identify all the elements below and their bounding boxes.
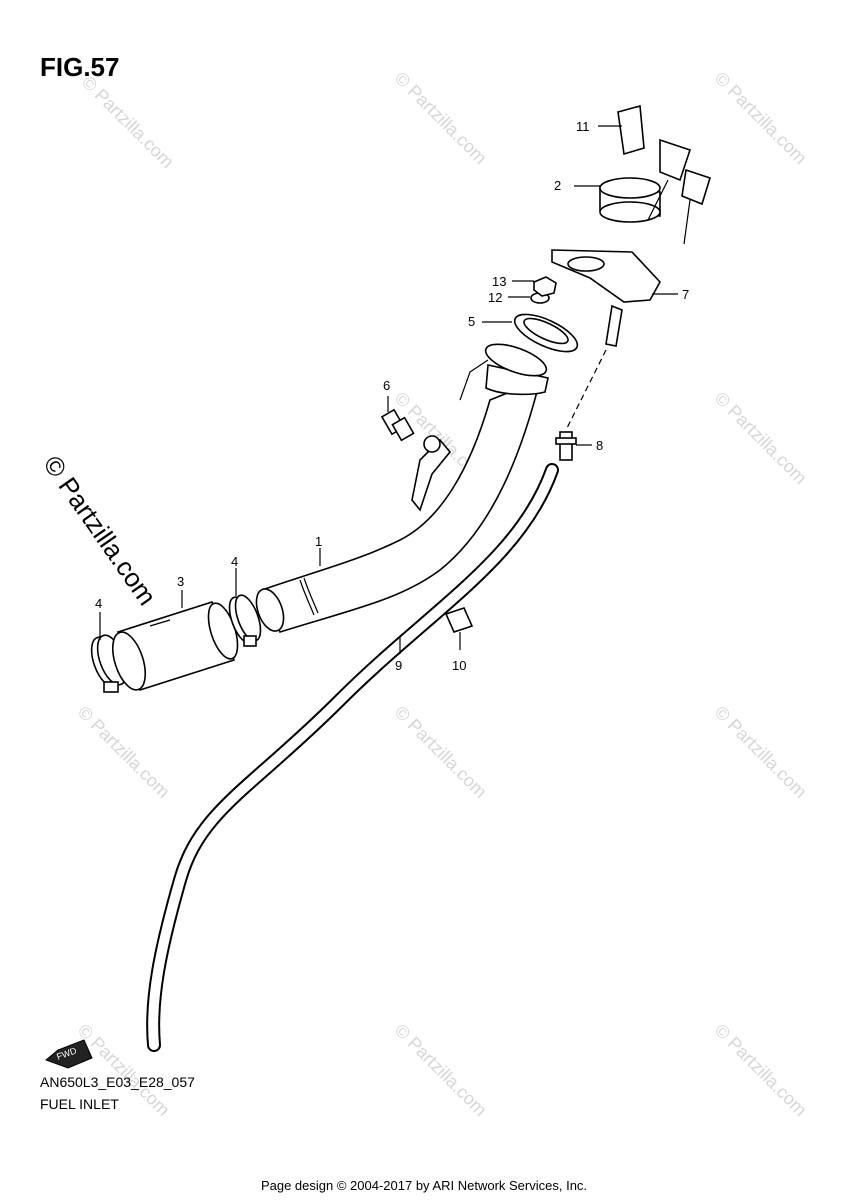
callout-1: 1 — [315, 534, 322, 566]
seal-ring — [513, 313, 579, 353]
callout-label: 4 — [231, 554, 238, 569]
figure-code: AN650L3_E03_E28_057 — [40, 1074, 195, 1090]
callout-label: 8 — [596, 438, 603, 453]
callout-4-right: 4 — [231, 554, 238, 596]
figure-name: FUEL INLET — [40, 1096, 119, 1112]
callout-label: 11 — [576, 119, 590, 134]
fuel-filler-neck — [255, 343, 549, 633]
filler-hose — [111, 601, 239, 691]
callout-label: 5 — [468, 314, 475, 329]
page-footer: Page design © 2004-2017 by ARI Network S… — [260, 1178, 588, 1193]
callout-12: 12 — [488, 290, 530, 305]
callout-6: 6 — [383, 378, 390, 412]
nut — [533, 276, 557, 297]
callout-label: 4 — [95, 596, 102, 611]
callout-3: 3 — [177, 574, 184, 608]
callout-2: 2 — [554, 178, 600, 193]
fuel-cap — [599, 138, 711, 245]
bolt — [380, 408, 415, 442]
callout-13: 13 — [492, 274, 534, 289]
callout-5: 5 — [468, 314, 512, 329]
hose-clamp-right — [228, 594, 262, 647]
callout-8: 8 — [576, 438, 603, 453]
callout-9: 9 — [395, 636, 402, 673]
callout-label: 6 — [383, 378, 390, 393]
callout-label: 9 — [395, 658, 402, 673]
callout-4-left: 4 — [95, 596, 102, 640]
callout-10: 10 — [452, 632, 466, 673]
callout-label: 12 — [488, 290, 502, 305]
key-cover — [617, 104, 645, 156]
cap-housing — [551, 249, 661, 347]
hose-clip — [444, 607, 474, 633]
callout-label: 10 — [452, 658, 466, 673]
callout-label: 3 — [177, 574, 184, 589]
joint — [555, 431, 577, 461]
figure-title: FIG.57 — [40, 52, 120, 82]
callout-label: 7 — [682, 287, 689, 302]
callout-label: 13 — [492, 274, 506, 289]
callout-label: 2 — [554, 178, 561, 193]
callout-7: 7 — [652, 287, 689, 302]
callout-11: 11 — [576, 119, 622, 134]
callout-label: 1 — [315, 534, 322, 549]
fwd-badge: FWD — [45, 1039, 93, 1069]
drain-hose — [146, 463, 559, 1052]
